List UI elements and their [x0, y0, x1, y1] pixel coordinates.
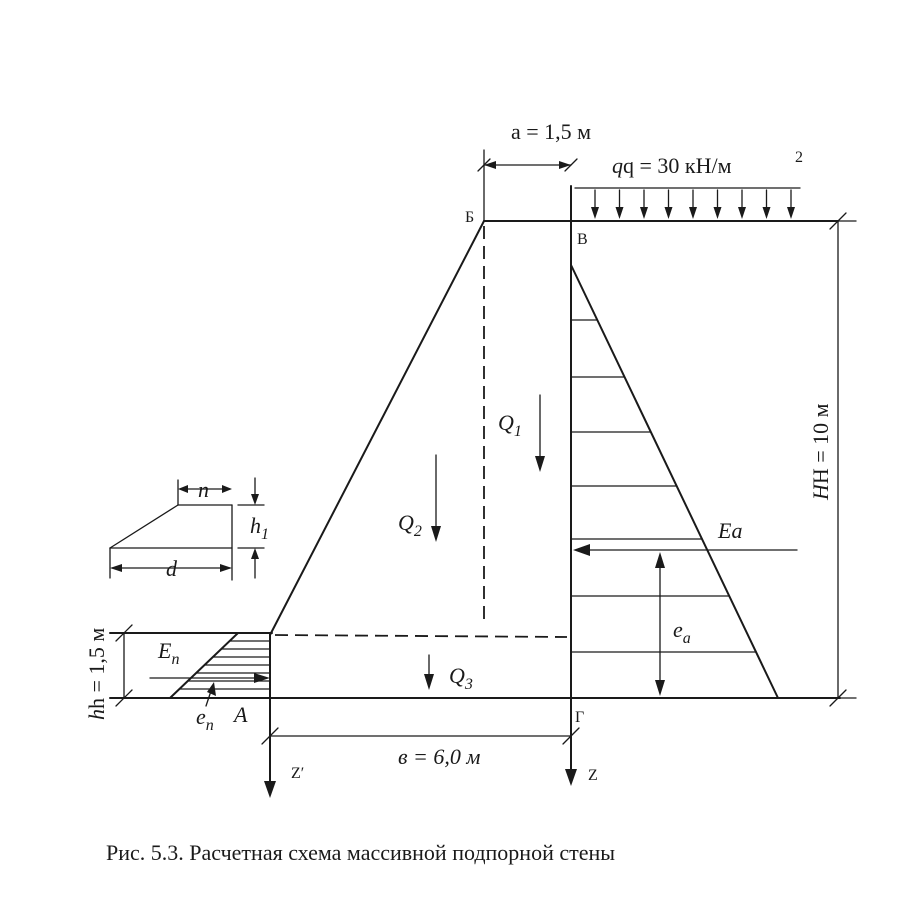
- a-dimension-label: a = 1,5 м: [511, 119, 591, 144]
- surcharge-arrow-head: [664, 207, 673, 219]
- z-axis-arrow: [565, 769, 577, 786]
- d-dimension-label: d: [166, 556, 178, 581]
- ea-label: ea: [673, 617, 691, 647]
- surcharge-arrow-head: [615, 207, 624, 219]
- q3-label: Q3: [449, 663, 473, 693]
- n-dimension-label: n: [198, 477, 209, 502]
- point-label-v: В: [577, 231, 588, 248]
- q1-label: Q1: [498, 410, 522, 440]
- surcharge-load: [574, 187, 801, 219]
- figure-caption: Рис. 5.3. Расчетная схема массивной подп…: [106, 840, 615, 865]
- surcharge-arrow-head: [713, 207, 722, 219]
- en-arrow-head: [254, 673, 270, 683]
- weight-arrows: [424, 394, 545, 690]
- surcharge-arrow-head: [640, 207, 648, 219]
- wall-outline: [109, 185, 841, 791]
- q-load-label: qq = 30 кН/м: [612, 153, 732, 178]
- z-axis-label: Z: [588, 767, 598, 784]
- ea-arrow-head: [573, 544, 590, 556]
- en-force-label: En: [157, 638, 179, 668]
- pressure-hatching: [570, 319, 757, 653]
- trapezoid-detail: [109, 477, 265, 581]
- b-dimension-label: в = 6,0 м: [398, 744, 480, 769]
- surcharge-arrow-head: [787, 207, 795, 219]
- H-dimension-label: HH = 10 м: [808, 403, 833, 501]
- horizontal-division-dashed: [274, 634, 568, 638]
- dimension-b: [261, 727, 580, 745]
- point-label-b: Б: [465, 209, 474, 226]
- wall-slope-face: [269, 220, 485, 636]
- z-prime-axis-arrow: [264, 781, 276, 798]
- surcharge-arrows: [591, 189, 795, 219]
- z-prime-axis-label: Z′: [291, 765, 304, 782]
- ea-dimension: [655, 552, 665, 696]
- dimension-a: [477, 149, 578, 222]
- q2-label: Q2: [398, 510, 422, 540]
- passive-hatching: [178, 640, 271, 690]
- dimension-H: [829, 212, 857, 707]
- surcharge-arrow-head: [689, 207, 697, 219]
- h-dimension-label: hh = 1,5 м: [84, 628, 109, 720]
- surcharge-arrow-head: [762, 207, 771, 219]
- passive-pressure-diagram: [149, 632, 271, 707]
- point-label-g: Г: [575, 709, 584, 726]
- q-load-exponent: 2: [795, 149, 803, 166]
- dimension-h: [115, 624, 133, 707]
- surcharge-arrow-head: [591, 207, 599, 219]
- active-pressure-diagram: [570, 264, 798, 699]
- ea-force-label: Ea: [717, 518, 742, 543]
- en-label: en: [196, 704, 214, 734]
- h1-label: h1: [250, 513, 269, 543]
- active-pressure-hypotenuse: [570, 264, 779, 699]
- surcharge-arrow-head: [738, 207, 746, 219]
- point-label-a: А: [232, 702, 248, 727]
